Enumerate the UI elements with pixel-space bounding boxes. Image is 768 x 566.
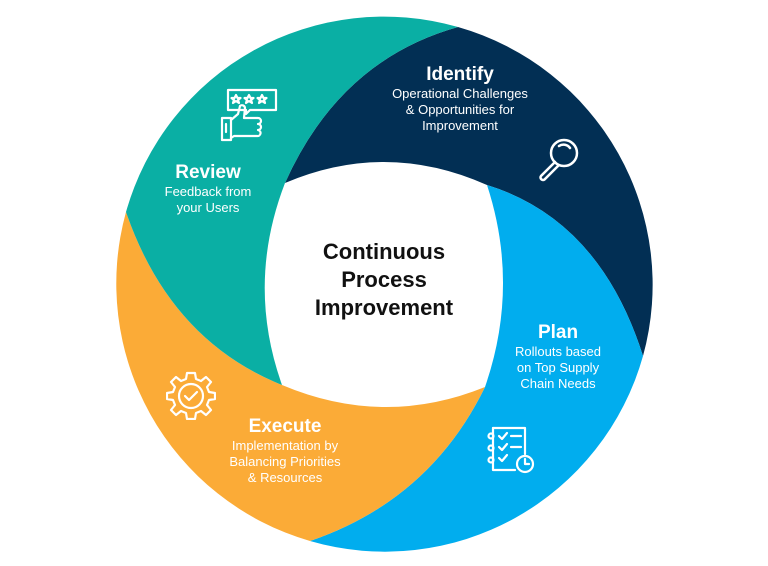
stage-desc: Operational Challenges — [392, 86, 528, 101]
gear-check-icon — [166, 371, 216, 420]
stage-desc: Balancing Priorities — [229, 454, 341, 469]
thumbs-up-rating-icon — [220, 88, 278, 142]
stage-desc: & Resources — [247, 470, 323, 485]
stage-identify: Identify Operational Challenges & Opport… — [370, 64, 550, 134]
stage-review: Review Feedback from your Users — [148, 162, 268, 216]
checklist-clock-icon — [487, 426, 535, 474]
stage-desc: Chain Needs — [520, 376, 596, 391]
stage-title: Execute — [248, 416, 322, 437]
stage-execute: Execute Implementation by Balancing Prio… — [205, 416, 365, 486]
stage-desc: your Users — [176, 200, 240, 215]
title-line: Continuous — [322, 239, 446, 264]
stage-title: Review — [175, 162, 241, 183]
title-line: Improvement — [314, 295, 454, 320]
stage-desc: Implementation by — [231, 438, 339, 453]
stage-title: Identify — [426, 64, 494, 85]
magnifier-icon — [539, 138, 579, 182]
title-line: Process — [341, 267, 427, 292]
stage-desc: Improvement — [422, 118, 498, 133]
stage-desc: Rollouts based — [515, 344, 601, 359]
stage-desc: Feedback from — [164, 184, 252, 199]
stage-title: Plan — [537, 322, 579, 343]
stage-plan: Plan Rollouts based on Top Supply Chain … — [498, 322, 618, 392]
center-title: Continuous Process Improvement — [284, 238, 484, 322]
stage-desc: & Opportunities for — [405, 102, 515, 117]
center-hole — [264, 161, 504, 408]
stage-desc: on Top Supply — [516, 360, 600, 375]
